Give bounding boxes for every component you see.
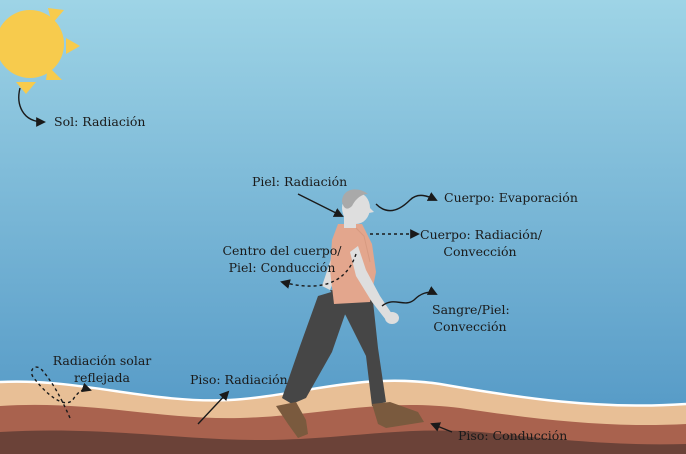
core-conduction-label: Centro del cuerpo/ Piel: Conducción <box>212 242 352 276</box>
blood-convection-line2: Convección <box>432 318 508 335</box>
sun-radiation-label: Sol: Radiación <box>54 113 145 130</box>
core-conduction-line1: Centro del cuerpo/ <box>212 242 352 259</box>
skin-radiation-label: Piel: Radiación <box>252 173 347 190</box>
body-radiation-line1: Cuerpo: Radiación/ <box>420 226 540 243</box>
body-radiation-label: Cuerpo: Radiación/ Convección <box>420 226 540 260</box>
blood-convection-line1: Sangre/Piel: <box>432 301 508 318</box>
floor-conduction-label: Piso: Conducción <box>458 427 567 444</box>
blood-convection-label: Sangre/Piel: Convección <box>432 301 508 335</box>
reflected-radiation-label: Radiación solar reflejada <box>46 352 158 386</box>
reflected-radiation-line2: reflejada <box>46 369 158 386</box>
body-radiation-line2: Convección <box>420 243 540 260</box>
evaporation-label: Cuerpo: Evaporación <box>444 189 578 206</box>
floor-radiation-label: Piso: Radiación <box>190 371 288 388</box>
core-conduction-line2: Piel: Conducción <box>212 259 352 276</box>
reflected-radiation-line1: Radiación solar <box>46 352 158 369</box>
front-hand <box>385 312 399 324</box>
